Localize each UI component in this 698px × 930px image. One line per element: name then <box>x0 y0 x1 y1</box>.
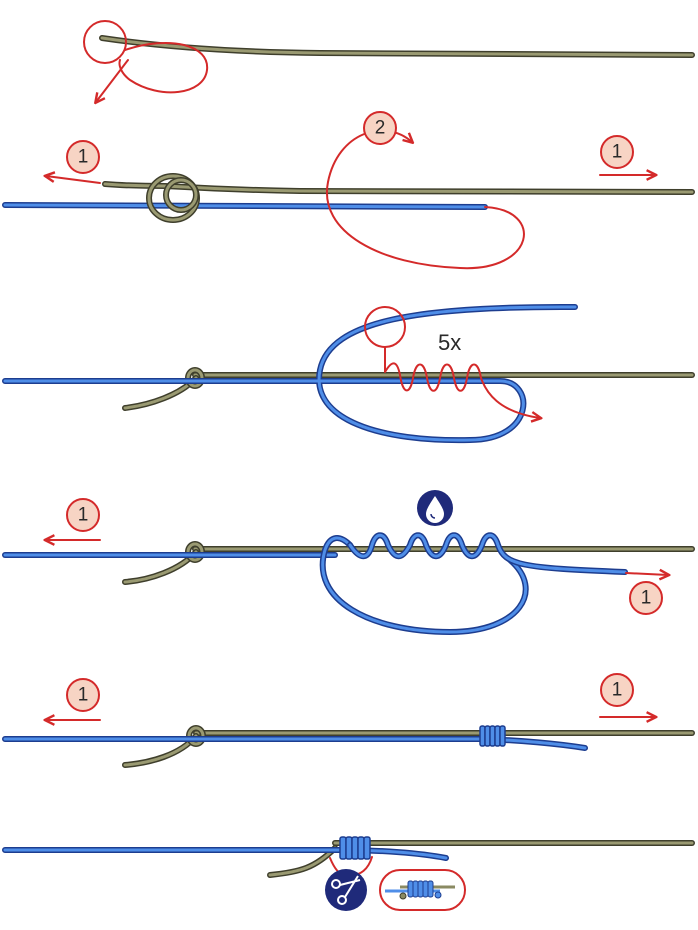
olive-line <box>99 35 695 58</box>
blue-line <box>2 532 628 635</box>
wrap-count-label: 5x <box>438 330 461 355</box>
badge-label: 1 <box>641 588 652 609</box>
olive-line <box>102 173 695 223</box>
loop-arrow <box>118 42 209 94</box>
wrap-path-arrow <box>325 129 525 270</box>
direction-arrow <box>96 59 129 102</box>
blue-line <box>2 303 578 444</box>
badge-1-right: 1 <box>600 135 634 169</box>
badge-1-left: 1 <box>66 678 100 712</box>
tag-end-circle <box>83 20 127 64</box>
wrap-coil <box>339 836 371 860</box>
step-2: 1 2 1 <box>2 111 695 270</box>
blue-line <box>2 847 449 861</box>
olive-line <box>122 725 695 768</box>
step-6 <box>2 836 695 911</box>
water-drop-icon <box>417 490 453 526</box>
wrap-coil-arrow <box>384 346 540 418</box>
olive-line <box>267 840 695 878</box>
pull-arrow-left <box>46 176 101 184</box>
wrap-coil <box>479 725 506 747</box>
scissors-icon <box>325 869 367 911</box>
badge-label: 1 <box>612 142 623 163</box>
result-detail-inset <box>379 869 466 911</box>
pull-arrow-right <box>625 573 668 575</box>
badge-1-left: 1 <box>66 498 100 532</box>
badge-label: 1 <box>78 505 89 526</box>
badge-1-left: 1 <box>66 140 100 174</box>
badge-2: 2 <box>363 111 397 145</box>
step-4: 1 1 <box>2 490 695 635</box>
badge-label: 1 <box>612 680 623 701</box>
badge-label: 1 <box>78 685 89 706</box>
step-5: 1 1 <box>2 673 695 768</box>
badge-label: 1 <box>78 147 89 168</box>
badge-1-right: 1 <box>600 673 634 707</box>
step-3: 5x <box>2 303 695 444</box>
step-1 <box>83 20 695 102</box>
blue-line <box>2 202 488 210</box>
badge-1-right: 1 <box>629 581 663 615</box>
badge-label: 2 <box>375 118 386 139</box>
